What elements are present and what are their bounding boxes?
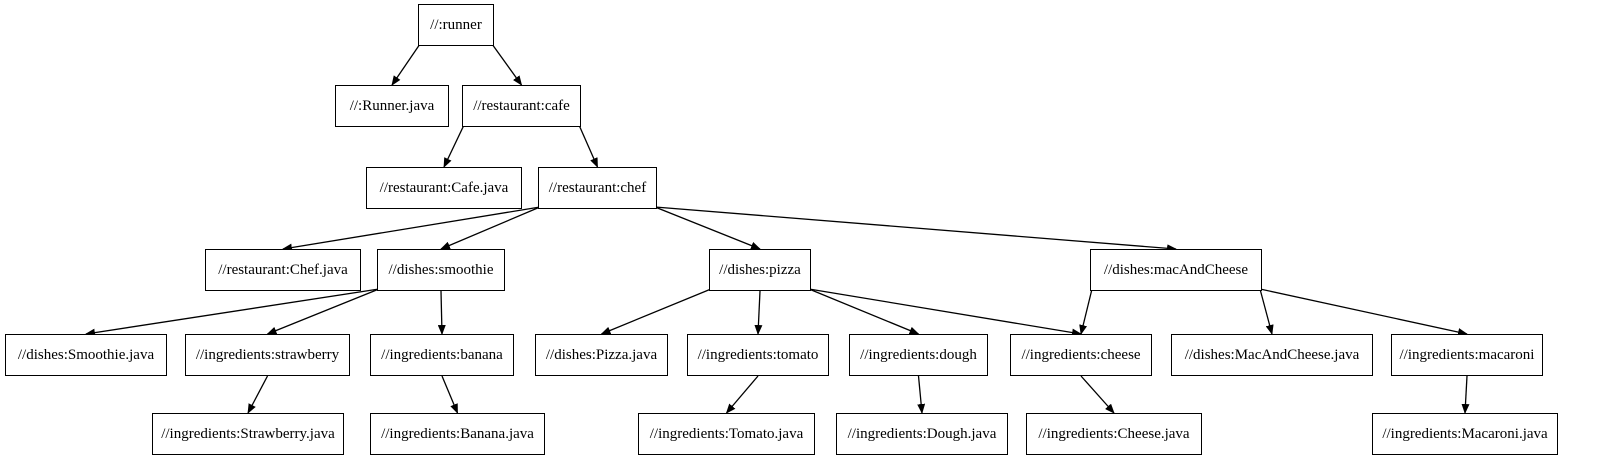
graph-node-label: //restaurant:cafe xyxy=(473,97,570,114)
graph-node-label: //ingredients:Cheese.java xyxy=(1038,425,1190,442)
graph-node-tomato_java[interactable]: //ingredients:Tomato.java xyxy=(638,413,815,455)
graph-node-chef_java[interactable]: //restaurant:Chef.java xyxy=(205,249,361,291)
graph-node-strawberry_java[interactable]: //ingredients:Strawberry.java xyxy=(152,413,344,455)
graph-node-label: //ingredients:strawberry xyxy=(195,346,340,363)
graph-node-mac_java[interactable]: //dishes:MacAndCheese.java xyxy=(1171,334,1373,376)
graph-node-dishes_pizza[interactable]: //dishes:pizza xyxy=(709,249,811,291)
graph-node-dishes_smoothie[interactable]: //dishes:smoothie xyxy=(377,249,505,291)
graph-node-label: //:runner xyxy=(430,16,482,33)
graph-node-dough_java[interactable]: //ingredients:Dough.java xyxy=(836,413,1008,455)
graph-node-label: //ingredients:Strawberry.java xyxy=(161,425,335,442)
graph-node-ing_macaroni[interactable]: //ingredients:macaroni xyxy=(1391,334,1543,376)
graph-node-label: //ingredients:Dough.java xyxy=(847,425,997,442)
graph-node-ing_strawberry[interactable]: //ingredients:strawberry xyxy=(185,334,350,376)
graph-node-label: //dishes:Pizza.java xyxy=(545,346,658,363)
graph-node-label: //dishes:MacAndCheese.java xyxy=(1184,346,1360,363)
graph-node-macaroni_java[interactable]: //ingredients:Macaroni.java xyxy=(1372,413,1558,455)
graph-edge-dishes_pizza-to-pizza_java xyxy=(600,288,712,335)
graph-edge-dishes_pizza-to-ing_dough xyxy=(808,288,920,335)
graph-node-label: //restaurant:Chef.java xyxy=(218,261,348,278)
graph-edge-dishes_pizza-to-ing_tomato xyxy=(754,290,763,335)
graph-edge-dishes_smoothie-to-smoothie_java xyxy=(85,288,380,337)
graph-edge-dishes_pizza-to-ing_cheese xyxy=(808,288,1082,337)
graph-node-restaurant_cafe[interactable]: //restaurant:cafe xyxy=(462,85,581,127)
graph-edge-ing_tomato-to-tomato_java xyxy=(725,375,759,414)
graph-edge-restaurant_cafe-to-cafe_java xyxy=(443,124,465,168)
graph-node-restaurant_chef[interactable]: //restaurant:chef xyxy=(538,167,657,209)
graph-edge-ing_strawberry-to-strawberry_java xyxy=(247,375,269,414)
graph-edge-restaurant_chef-to-dishes_smoothie xyxy=(440,206,541,250)
graph-node-label: //dishes:macAndCheese xyxy=(1103,261,1249,278)
graph-node-ing_tomato[interactable]: //ingredients:tomato xyxy=(687,334,829,376)
graph-node-ing_dough[interactable]: //ingredients:dough xyxy=(849,334,988,376)
graph-edge-restaurant_chef-to-dishes_pizza xyxy=(654,206,761,250)
graph-node-cafe_java[interactable]: //restaurant:Cafe.java xyxy=(366,167,522,209)
graph-edge-ing_dough-to-dough_java xyxy=(917,375,926,414)
graph-node-label: //ingredients:Tomato.java xyxy=(649,425,804,442)
graph-node-label: //:Runner.java xyxy=(349,97,435,114)
graph-edge-ing_banana-to-banana_java xyxy=(441,375,459,414)
graph-node-label: //dishes:Smoothie.java xyxy=(17,346,155,363)
graph-edge-dishes_smoothie-to-ing_strawberry xyxy=(266,288,380,335)
graph-node-label: //restaurant:Cafe.java xyxy=(379,179,509,196)
graph-node-ing_banana[interactable]: //ingredients:banana xyxy=(370,334,514,376)
graph-edge-runner-to-runner_java xyxy=(391,43,421,86)
graph-node-label: //ingredients:cheese xyxy=(1021,346,1141,363)
graph-edge-dishes_mac-to-mac_java xyxy=(1259,288,1274,335)
graph-node-ing_cheese[interactable]: //ingredients:cheese xyxy=(1010,334,1152,376)
graph-edge-ing_cheese-to-cheese_java xyxy=(1080,375,1115,414)
graph-edge-dishes_mac-to-ing_cheese xyxy=(1079,288,1093,335)
graph-node-label: //dishes:pizza xyxy=(719,261,801,278)
graph-edge-restaurant_chef-to-chef_java xyxy=(282,206,541,252)
graph-node-label: //ingredients:Banana.java xyxy=(381,425,534,442)
graph-node-cheese_java[interactable]: //ingredients:Cheese.java xyxy=(1026,413,1202,455)
graph-edge-runner-to-restaurant_cafe xyxy=(491,43,523,86)
graph-edge-restaurant_cafe-to-restaurant_chef xyxy=(578,124,599,168)
graph-node-smoothie_java[interactable]: //dishes:Smoothie.java xyxy=(5,334,167,376)
graph-node-label: //restaurant:chef xyxy=(548,179,647,196)
graph-edge-restaurant_chef-to-dishes_mac xyxy=(654,206,1177,253)
graph-node-runner_java[interactable]: //:Runner.java xyxy=(335,85,449,127)
graph-node-label: //ingredients:banana xyxy=(381,346,503,363)
graph-edge-ing_macaroni-to-macaroni_java xyxy=(1461,375,1470,414)
graph-node-label: //ingredients:macaroni xyxy=(1399,346,1535,363)
graph-node-label: //ingredients:dough xyxy=(860,346,977,363)
graph-edge-dishes_smoothie-to-ing_banana xyxy=(437,290,446,335)
graph-node-banana_java[interactable]: //ingredients:Banana.java xyxy=(370,413,545,455)
graph-node-dishes_mac[interactable]: //dishes:macAndCheese xyxy=(1090,249,1262,291)
graph-node-runner[interactable]: //:runner xyxy=(418,4,494,46)
graph-edge-dishes_mac-to-ing_macaroni xyxy=(1259,288,1468,336)
graph-node-label: //ingredients:tomato xyxy=(697,346,819,363)
graph-node-label: //dishes:smoothie xyxy=(388,261,494,278)
graph-node-pizza_java[interactable]: //dishes:Pizza.java xyxy=(535,334,668,376)
graph-node-label: //ingredients:Macaroni.java xyxy=(1382,425,1548,442)
